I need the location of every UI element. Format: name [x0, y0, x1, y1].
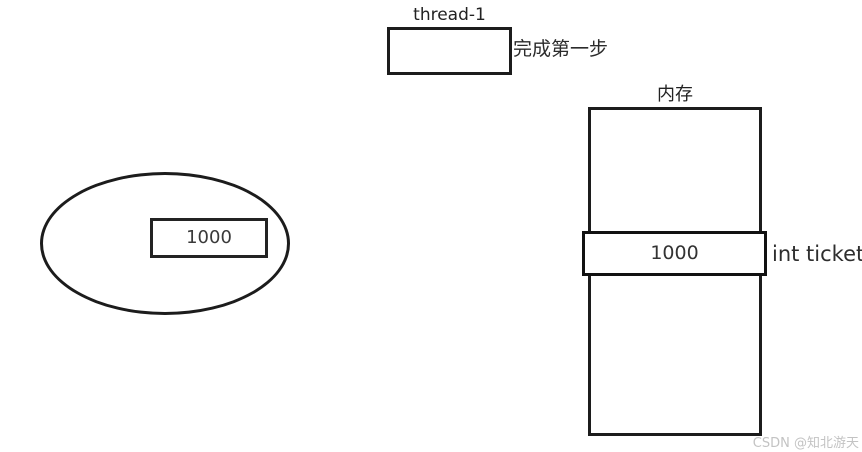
memory-title: 内存	[657, 84, 693, 105]
oval-value-box: 1000	[150, 218, 268, 258]
thread-box-title: thread-1	[413, 5, 486, 25]
thread-box-rect	[387, 27, 512, 75]
memory-cell-value: 1000	[582, 231, 767, 276]
memory-cell-label: int ticket	[772, 242, 862, 266]
watermark-text: CSDN @知北游天	[752, 436, 859, 451]
thread-step-note: 完成第一步	[513, 38, 609, 60]
